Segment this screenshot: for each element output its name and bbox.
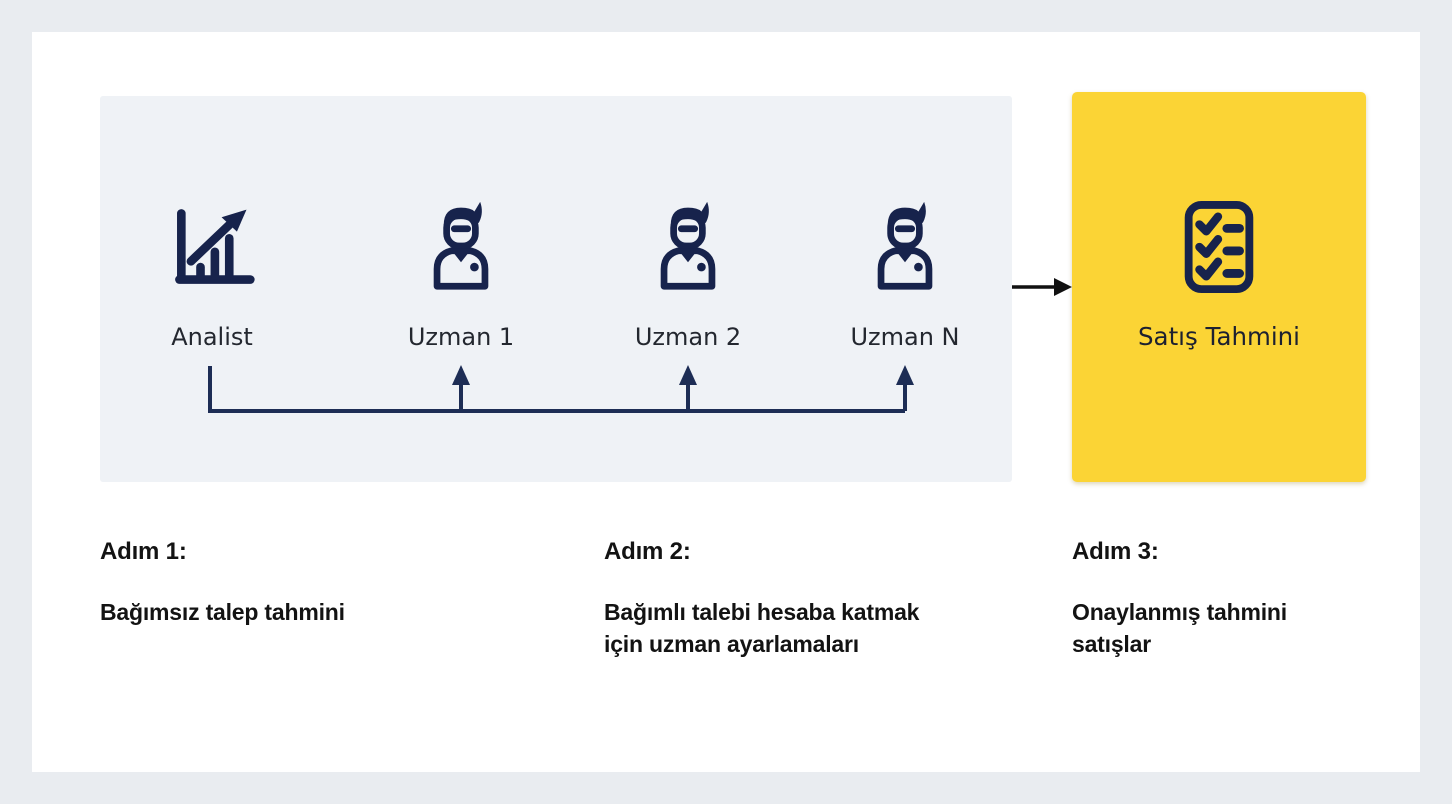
chart-increase-icon <box>166 200 258 292</box>
person-icon <box>642 200 734 292</box>
actor-label: Uzman 2 <box>634 323 742 351</box>
actor-label: Analist <box>171 323 253 351</box>
step-3: Adım 3: Onaylanmış tahmini satışlar <box>1072 538 1392 660</box>
person-icon <box>859 200 951 292</box>
actor-expert-2: Uzman 2 <box>593 200 783 350</box>
actor-expert-1: Uzman 1 <box>366 200 556 350</box>
right-arrow-icon <box>1012 278 1072 296</box>
result-label: Satış Tahmini <box>1138 322 1300 351</box>
step-description: Onaylanmış tahmini satışlar <box>1072 599 1287 657</box>
actor-label: Uzman N <box>850 323 960 351</box>
step-heading: Adım 2: <box>604 538 691 565</box>
actor-label: Uzman 1 <box>407 323 515 351</box>
step-description: Bağımlı talebi hesaba katmak için uzman … <box>604 599 920 657</box>
content-card: Analist Uzman 1 Uzman 2 Uzman N Satış <box>32 32 1420 772</box>
actor-analyst: Analist <box>117 200 307 350</box>
fan-out-arrows-icon <box>208 365 914 413</box>
checklist-icon <box>1172 200 1266 294</box>
step-description: Bağımsız talep tahmini <box>100 599 345 625</box>
person-icon <box>415 200 507 292</box>
step-heading: Adım 3: <box>1072 538 1159 565</box>
step-2: Adım 2: Bağımlı talebi hesaba katmak içi… <box>604 538 1044 660</box>
sales-forecast-panel: Satış Tahmini <box>1072 92 1366 482</box>
actor-expert-n: Uzman N <box>810 200 1000 350</box>
step-heading: Adım 1: <box>100 538 187 565</box>
step-1: Adım 1: Bağımsız talep tahmini <box>100 538 560 628</box>
experts-group-panel <box>100 96 1012 482</box>
